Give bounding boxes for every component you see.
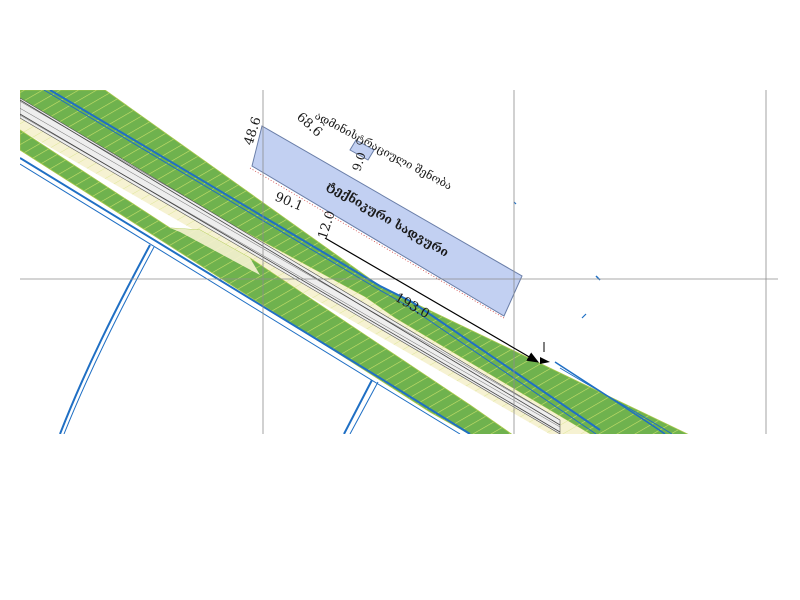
property-boundary (249, 167, 505, 319)
road-branch-right (343, 379, 373, 434)
canal-line-upper-inner (43, 90, 597, 434)
canal-line-upper (49, 90, 601, 431)
road-branch-left-inner (63, 246, 155, 434)
canal-line-lower (20, 157, 471, 434)
rail-line (20, 113, 561, 433)
water-mark (581, 313, 587, 319)
building-annex (349, 139, 375, 161)
arrow-tip (540, 357, 550, 364)
road-branch-right-inner (349, 381, 379, 434)
building-footprint (251, 125, 523, 317)
map-content (20, 90, 689, 434)
rail-line (20, 99, 561, 426)
canal-edge-east-2 (559, 367, 673, 434)
canal-line-lower-inner (20, 163, 461, 434)
dimension-label: 12.0 (316, 209, 339, 241)
dimension-label: 9.0 (350, 150, 369, 172)
railway-tracks (20, 97, 561, 434)
road-branch-left (59, 244, 151, 434)
dimension-line (324, 237, 540, 363)
